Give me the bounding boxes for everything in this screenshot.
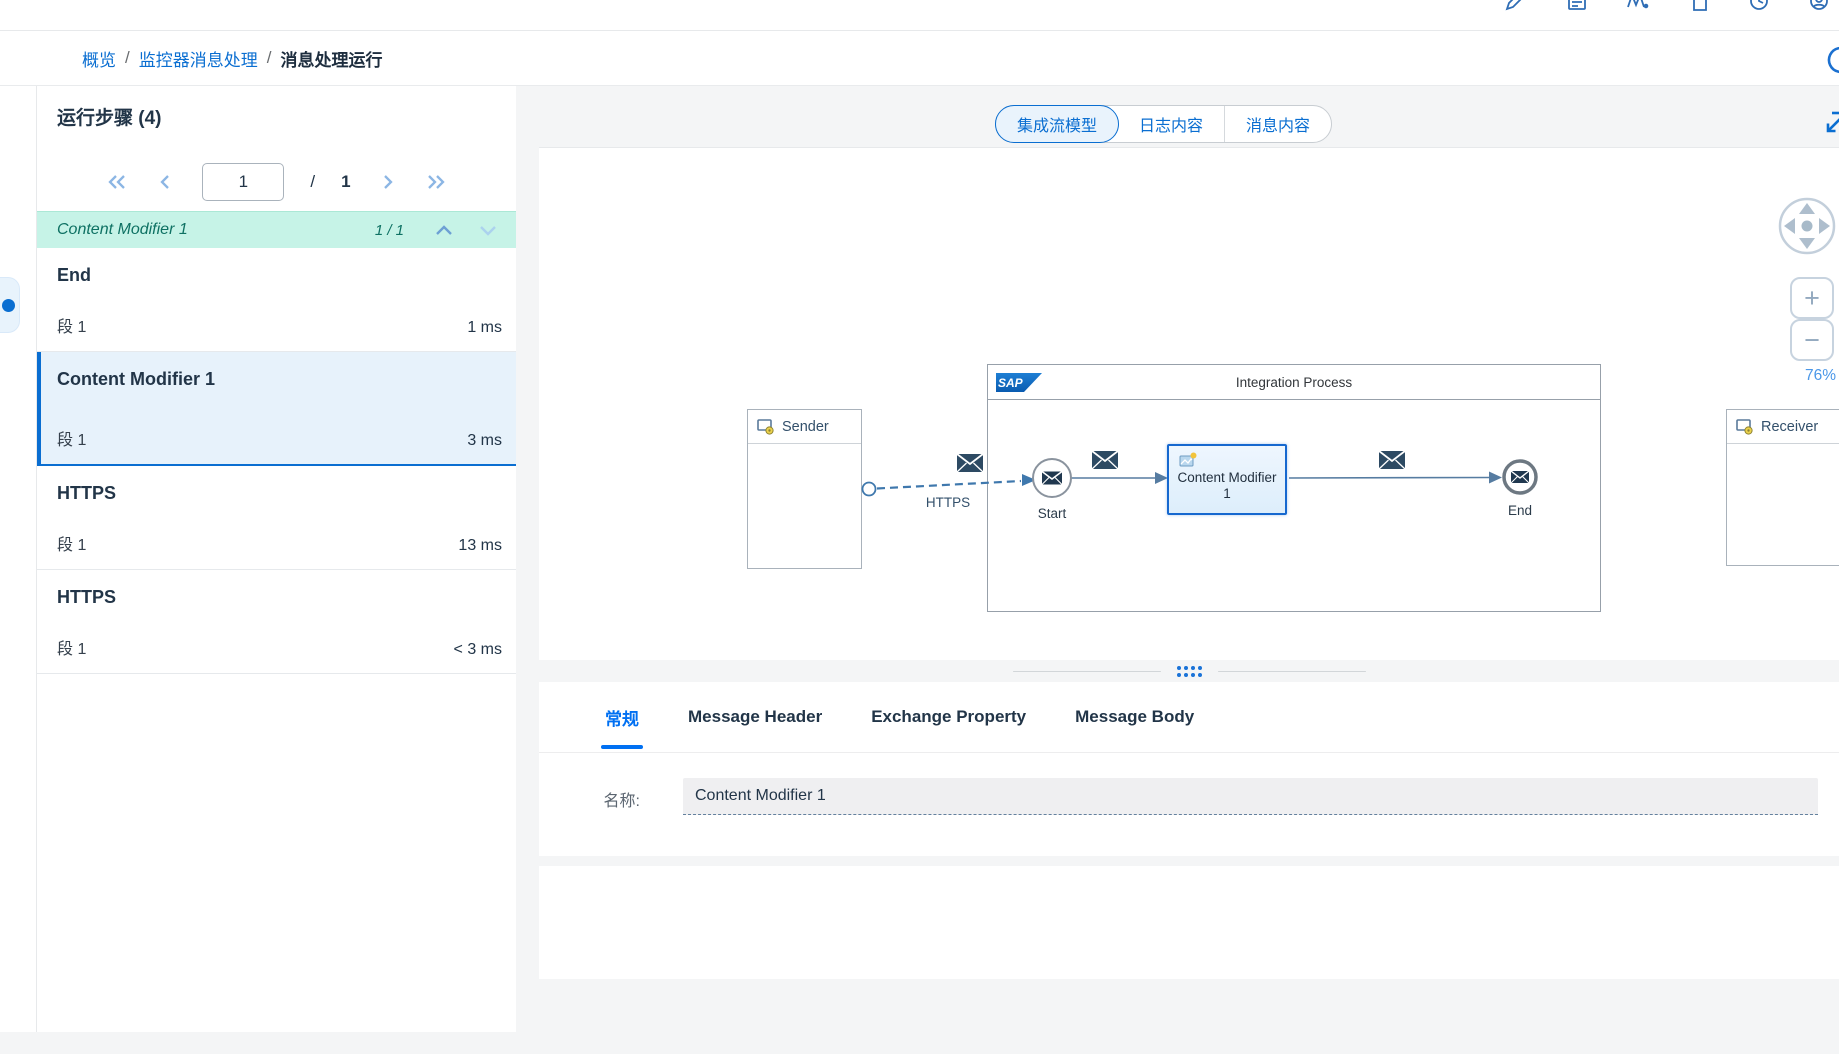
name-field-input[interactable]	[683, 778, 1818, 815]
breadcrumb-monitor-message-processing[interactable]: 监控器消息处理	[139, 46, 258, 71]
edit-icon[interactable]	[1503, 0, 1527, 13]
step-title: HTTPS	[57, 587, 502, 608]
step-duration: 1 ms	[467, 319, 502, 337]
splitter-grip-icon	[1177, 666, 1202, 677]
end-label: End	[1490, 503, 1550, 518]
details-empty-area	[539, 866, 1839, 979]
tab-general[interactable]: 常规	[605, 682, 639, 752]
tab-message-header[interactable]: Message Header	[688, 682, 822, 752]
step-duration: 3 ms	[467, 432, 502, 450]
breadcrumb-current-page: 消息处理运行	[280, 46, 382, 71]
panel-splitter[interactable]	[539, 660, 1839, 682]
content-modifier-node-label: Content Modifier 1	[1169, 470, 1285, 502]
content-modifier-icon	[1179, 452, 1198, 468]
adapter-label: HTTPS	[913, 495, 983, 510]
page-separator: /	[310, 172, 315, 192]
splitter-line	[1013, 671, 1161, 672]
account-icon[interactable]	[1807, 0, 1831, 13]
group-header-position: 1 / 1	[375, 222, 404, 239]
step-title: End	[57, 265, 502, 286]
group-header-title: Content Modifier 1	[57, 221, 375, 239]
breadcrumb: 概览 / 监控器消息处理 / 消息处理运行	[0, 31, 1839, 86]
pan-center-icon	[1802, 221, 1813, 232]
refresh-icon[interactable]	[1824, 43, 1839, 77]
breadcrumb-separator: /	[125, 48, 130, 68]
run-steps-panel: 运行步骤 (4) / 1 Content Modifier 1 1 / 1	[37, 86, 516, 1032]
splitter-line	[1218, 671, 1366, 672]
panel-expand-button[interactable]	[0, 277, 20, 333]
tab-message-body[interactable]: Message Body	[1075, 682, 1194, 752]
zoom-level: 76%	[1805, 367, 1836, 385]
step-row-https-1[interactable]: HTTPS 段 1 13 ms	[37, 466, 516, 570]
pan-control[interactable]	[1776, 195, 1838, 257]
step-row-end[interactable]: End 段 1 1 ms	[37, 248, 516, 352]
page-total: 1	[341, 172, 350, 192]
message-envelope-icon	[1092, 451, 1118, 469]
start-label: Start	[1022, 506, 1082, 521]
step-duration: < 3 ms	[454, 641, 502, 659]
breadcrumb-overview[interactable]: 概览	[82, 46, 116, 71]
step-row-content-modifier[interactable]: Content Modifier 1 段 1 3 ms	[37, 352, 516, 466]
detail-tabs: 常规 Message Header Exchange Property Mess…	[539, 682, 1839, 753]
left-gutter	[0, 86, 36, 1032]
end-event-node[interactable]	[1504, 461, 1536, 493]
start-event-node[interactable]	[1033, 459, 1071, 497]
history-icon[interactable]	[1747, 0, 1771, 13]
connection-anchor	[863, 483, 876, 496]
tab-log-content[interactable]: 日志内容	[1118, 106, 1224, 142]
step-segment: 段 1	[57, 313, 86, 337]
step-row-https-2[interactable]: HTTPS 段 1 < 3 ms	[37, 570, 516, 674]
worklist-icon[interactable]	[1565, 0, 1589, 13]
step-title: HTTPS	[57, 483, 502, 504]
tab-message-content[interactable]: 消息内容	[1224, 106, 1331, 142]
chevron-up-icon[interactable]	[434, 222, 454, 238]
chevron-down-icon[interactable]	[478, 222, 498, 238]
message-envelope-icon	[957, 454, 983, 472]
run-steps-title: 运行步骤 (4)	[57, 103, 162, 130]
content-modifier-node[interactable]: Content Modifier 1	[1167, 444, 1287, 515]
exit-fullscreen-icon[interactable]	[1822, 110, 1839, 140]
message-envelope-icon	[1379, 451, 1405, 469]
zoom-out-button[interactable]: −	[1790, 319, 1834, 361]
step-segment: 段 1	[57, 635, 86, 659]
page-number-input[interactable]	[202, 163, 284, 201]
step-duration: 13 ms	[458, 537, 502, 555]
previous-page-button[interactable]	[154, 171, 176, 193]
step-details-panel: 常规 Message Header Exchange Property Mess…	[539, 682, 1839, 856]
tab-exchange-property[interactable]: Exchange Property	[871, 682, 1026, 752]
document-icon[interactable]	[1687, 0, 1711, 13]
integration-flow-diagram: Sender Receiver SAP Integration Process	[539, 147, 1839, 660]
zoom-in-button[interactable]: +	[1790, 277, 1834, 319]
tab-integration-flow-model[interactable]: 集成流模型	[995, 105, 1119, 143]
run-steps-list: End 段 1 1 ms Content Modifier 1 段 1 3 ms…	[37, 248, 516, 674]
shell-toolbar	[0, 0, 1839, 31]
step-title: Content Modifier 1	[57, 369, 502, 390]
view-switch: 集成流模型 日志内容 消息内容	[995, 105, 1332, 143]
last-page-button[interactable]	[425, 171, 447, 193]
name-field-label: 名称:	[539, 787, 640, 811]
selected-step-group-header: Content Modifier 1 1 / 1	[37, 211, 516, 248]
step-segment: 段 1	[57, 531, 86, 555]
next-page-button[interactable]	[377, 171, 399, 193]
signature-icon[interactable]	[1625, 0, 1649, 13]
expand-dot-icon	[2, 299, 15, 312]
step-segment: 段 1	[57, 426, 86, 450]
first-page-button[interactable]	[106, 171, 128, 193]
breadcrumb-separator: /	[267, 48, 272, 68]
run-steps-paginator: / 1	[37, 160, 516, 204]
diagram-connectors	[539, 148, 1839, 660]
